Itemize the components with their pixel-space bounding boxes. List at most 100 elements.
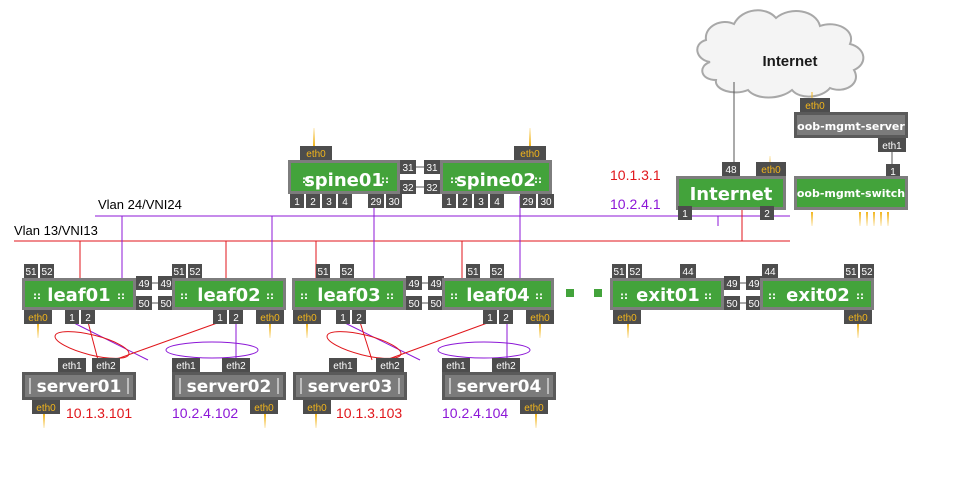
- svg-text:::: ::: [381, 175, 389, 186]
- port-label: 52: [341, 267, 353, 278]
- ellipsis-dot: [594, 289, 602, 297]
- port-label: 44: [764, 267, 776, 278]
- eth-port-label: eth0: [848, 313, 868, 324]
- exit02-switch[interactable]: 49 50 44 51 52 :: exit02 :: eth0: [746, 264, 874, 324]
- port-label: eth2: [496, 361, 516, 372]
- vlan24-label: Vlan 24/VNI24: [98, 197, 182, 212]
- eth-port-label: eth0: [524, 403, 544, 414]
- leaf04-name: leaf04: [466, 285, 529, 306]
- eth-port-label: eth0: [297, 313, 317, 324]
- port-label: 49: [408, 279, 420, 290]
- eth-port-label: eth0: [307, 403, 327, 414]
- svg-text:::: ::: [534, 175, 542, 186]
- oob-mgmt-server-name: oob-mgmt-server: [797, 120, 905, 133]
- port-label: 50: [726, 299, 738, 310]
- purple-gateway-ip: 10.2.4.1: [610, 196, 661, 212]
- leaf03-switch[interactable]: 51 52 :: leaf03 :: 49 50 eth0 1 2: [292, 264, 422, 324]
- leaf04-switch[interactable]: 51 52 49 50 :: leaf04 :: 1 2 eth0: [428, 264, 554, 324]
- server04-name: server04: [457, 377, 542, 397]
- server03-ip: 10.1.3.103: [336, 405, 402, 421]
- port-label: 49: [430, 279, 442, 290]
- port-label: 49: [726, 279, 738, 290]
- vlan13-label: Vlan 13/VNI13: [14, 223, 98, 238]
- svg-text:::: ::: [535, 291, 543, 302]
- port-label: 1: [890, 167, 896, 178]
- internet-switch-name: Internet: [690, 184, 773, 205]
- port-label: 31: [402, 163, 414, 174]
- port-label: 50: [408, 299, 420, 310]
- port-label: 44: [682, 267, 694, 278]
- port-label: 1: [682, 209, 688, 220]
- oob-mgmt-server[interactable]: eth0 oob-mgmt-server eth1: [794, 98, 908, 152]
- port-label: 52: [861, 267, 873, 278]
- svg-text:::: ::: [386, 291, 394, 302]
- spine01-eth0-port: eth0: [306, 149, 326, 160]
- port-label: 52: [41, 267, 53, 278]
- port-label: 31: [426, 163, 438, 174]
- port-label: 2: [764, 209, 770, 220]
- port-label: 3: [478, 197, 484, 208]
- port-label: 4: [494, 197, 500, 208]
- exit01-switch[interactable]: 51 52 44 :: exit01 :: 49 50 eth0: [610, 264, 740, 324]
- server03-name: server03: [308, 377, 393, 397]
- port-label: 50: [160, 299, 172, 310]
- internet-cloud-label: Internet: [762, 53, 817, 70]
- port-label: 2: [310, 197, 316, 208]
- port-label: 30: [388, 197, 400, 208]
- spine01-name: spine01: [304, 170, 384, 191]
- oob-mgmt-switch[interactable]: 1 oob-mgmt-switch ...: [794, 164, 908, 231]
- leaf03-name: leaf03: [317, 285, 380, 306]
- port-label: 2: [85, 313, 91, 324]
- port-label: 2: [233, 313, 239, 324]
- spine01-switch[interactable]: eth0 :: spine01 :: 1 2 3 4 29 30 31 32: [288, 146, 416, 208]
- port-label: 2: [356, 313, 362, 324]
- eth-port-label: eth0: [260, 313, 280, 324]
- server03[interactable]: eth1 eth2 server03 eth0: [293, 358, 407, 414]
- port-label: 1: [446, 197, 452, 208]
- port-label: 50: [430, 299, 442, 310]
- port-label: 3: [326, 197, 332, 208]
- exit01-name: exit01: [636, 285, 700, 306]
- spine02-name: spine02: [456, 170, 536, 191]
- port-label: 49: [748, 279, 760, 290]
- server02-name: server02: [187, 377, 272, 397]
- port-label: 51: [613, 267, 625, 278]
- spine02-switch[interactable]: eth0 :: spine02 :: 31 32 1 2 3 4 29 30: [424, 146, 554, 208]
- server04-ip: 10.2.4.104: [442, 405, 508, 421]
- port-label: 49: [138, 279, 150, 290]
- mgmt-stubs: [37, 128, 889, 428]
- port-label: 2: [503, 313, 509, 324]
- svg-text:::: ::: [620, 291, 628, 302]
- port-label: 52: [491, 267, 503, 278]
- port-label: 52: [189, 267, 201, 278]
- port-label: 51: [317, 267, 329, 278]
- internet-switch[interactable]: 48 eth0 Internet 1 2: [676, 162, 786, 220]
- svg-text:::: ::: [704, 291, 712, 302]
- leaf02-switch[interactable]: 51 52 49 50 :: leaf02 :: 1 2 eth0: [158, 264, 286, 324]
- leaf01-switch[interactable]: 51 52 :: leaf01 :: 49 50 eth0 1 2: [22, 264, 152, 324]
- eth-port-label: eth0: [36, 403, 56, 414]
- port-label: 50: [138, 299, 150, 310]
- port-label: 51: [25, 267, 37, 278]
- port-label: 2: [462, 197, 468, 208]
- red-gateway-ip: 10.1.3.1: [610, 167, 661, 183]
- port-label: 52: [629, 267, 641, 278]
- port-label: 4: [342, 197, 348, 208]
- server01[interactable]: eth1 eth2 server01 eth0: [22, 358, 136, 414]
- eth-port-label: eth0: [28, 313, 48, 324]
- eth-port-label: eth0: [761, 165, 781, 176]
- server04[interactable]: eth1 eth2 server04 eth0: [442, 358, 556, 414]
- svg-text:::: ::: [856, 291, 864, 302]
- port-label: 51: [845, 267, 857, 278]
- svg-text:::: ::: [302, 175, 310, 186]
- eth-port-label: eth0: [617, 313, 637, 324]
- server01-name: server01: [37, 377, 122, 397]
- port-label: 32: [402, 183, 414, 194]
- port-label: eth1: [176, 361, 196, 372]
- oob-more-indicator: ...: [822, 210, 843, 231]
- oob-mgmt-switch-name: oob-mgmt-switch: [797, 187, 905, 200]
- server02[interactable]: eth1 eth2 server02 eth0: [172, 358, 286, 414]
- eth-port-label: eth0: [254, 403, 274, 414]
- port-label: 51: [173, 267, 185, 278]
